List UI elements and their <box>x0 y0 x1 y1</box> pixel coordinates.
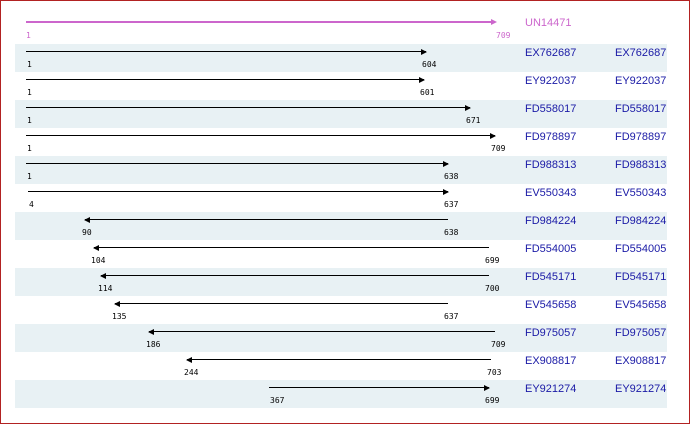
alignment-bar <box>115 303 448 304</box>
query-start: 1 <box>26 31 31 40</box>
alignment-end: 604 <box>422 60 437 69</box>
alignment-end: 703 <box>487 368 502 377</box>
accession-link-secondary[interactable]: EX908817 <box>615 355 667 367</box>
hit-row <box>15 156 667 184</box>
accession-link-secondary[interactable]: EV550343 <box>615 187 667 199</box>
alignment-bar <box>187 359 491 360</box>
arrow-right-icon <box>443 161 449 167</box>
arrow-right-icon <box>443 189 449 195</box>
alignment-end: 671 <box>466 116 481 125</box>
accession-link-secondary[interactable]: EX762687 <box>615 47 667 59</box>
alignment-end: 709 <box>491 340 506 349</box>
alignment-bar <box>28 191 448 192</box>
accession-link-secondary[interactable]: FD558017 <box>615 103 667 115</box>
alignment-start: 4 <box>29 200 34 209</box>
alignment-end: 699 <box>485 396 500 405</box>
arrow-left-icon <box>148 329 154 335</box>
alignment-start: 1 <box>27 144 32 153</box>
accession-link-secondary[interactable]: EY922037 <box>615 75 667 87</box>
arrow-right-icon <box>465 105 471 111</box>
arrow-left-icon <box>186 357 192 363</box>
arrow-left-icon <box>100 273 106 279</box>
accession-link[interactable]: FD984224 <box>525 215 577 227</box>
alignment-start: 114 <box>98 284 113 293</box>
query-bar <box>26 21 491 23</box>
accession-link-secondary[interactable]: FD984224 <box>615 215 667 227</box>
hit-row <box>15 100 667 128</box>
alignment-start: 186 <box>146 340 161 349</box>
arrow-right-icon <box>490 133 496 139</box>
arrow-right-icon <box>419 77 425 83</box>
alignment-bar <box>26 107 470 108</box>
accession-link-secondary[interactable]: FD545171 <box>615 271 667 283</box>
arrow-left-icon <box>114 301 120 307</box>
alignment-start: 135 <box>112 312 127 321</box>
arrow-left-icon <box>84 217 90 223</box>
alignment-end: 637 <box>444 312 459 321</box>
query-end: 709 <box>496 31 511 40</box>
query-arrow-icon <box>491 19 497 25</box>
alignment-bar <box>26 135 495 136</box>
alignment-start: 244 <box>184 368 199 377</box>
alignment-start: 367 <box>270 396 285 405</box>
accession-link-secondary[interactable]: EV545658 <box>615 299 667 311</box>
alignment-bar <box>85 219 448 220</box>
accession-link-secondary[interactable]: EY921274 <box>615 383 667 395</box>
arrow-left-icon <box>93 245 99 251</box>
query-accession: UN14471 <box>525 17 572 29</box>
accession-link-secondary[interactable]: FD554005 <box>615 243 667 255</box>
alignment-bar <box>149 331 495 332</box>
hit-row <box>15 44 667 72</box>
alignment-bar <box>26 51 426 52</box>
alignment-start: 90 <box>82 228 92 237</box>
accession-link[interactable]: EX908817 <box>525 355 577 367</box>
accession-link-secondary[interactable]: FD978897 <box>615 131 667 143</box>
alignment-end: 699 <box>485 256 500 265</box>
alignment-bar <box>94 247 489 248</box>
hit-row <box>15 380 667 408</box>
hit-row <box>15 212 667 240</box>
alignment-start: 104 <box>91 256 106 265</box>
hit-row <box>15 268 667 296</box>
accession-link[interactable]: FD554005 <box>525 243 577 255</box>
accession-link[interactable]: FD558017 <box>525 103 577 115</box>
accession-link-secondary[interactable]: FD988313 <box>615 159 667 171</box>
alignment-end: 709 <box>491 144 506 153</box>
accession-link[interactable]: EV545658 <box>525 299 577 311</box>
alignment-end: 638 <box>444 172 459 181</box>
alignment-start: 1 <box>27 172 32 181</box>
alignment-end: 601 <box>420 88 435 97</box>
accession-link[interactable]: EV550343 <box>525 187 577 199</box>
accession-link[interactable]: EY921274 <box>525 383 577 395</box>
hit-row <box>15 324 667 352</box>
accession-link[interactable]: FD545171 <box>525 271 577 283</box>
alignment-end: 637 <box>444 200 459 209</box>
accession-link[interactable]: FD975057 <box>525 327 577 339</box>
arrow-right-icon <box>484 385 490 391</box>
alignment-start: 1 <box>27 88 32 97</box>
alignment-bar <box>269 387 489 388</box>
alignment-end: 638 <box>444 228 459 237</box>
accession-link-secondary[interactable]: FD975057 <box>615 327 667 339</box>
alignment-bar <box>101 275 489 276</box>
accession-link[interactable]: EX762687 <box>525 47 577 59</box>
accession-link[interactable]: EY922037 <box>525 75 577 87</box>
accession-link[interactable]: FD978897 <box>525 131 577 143</box>
alignment-bar <box>26 79 424 80</box>
alignment-start: 1 <box>27 60 32 69</box>
alignment-start: 1 <box>27 116 32 125</box>
arrow-right-icon <box>421 49 427 55</box>
alignment-bar <box>26 163 448 164</box>
accession-link[interactable]: FD988313 <box>525 159 577 171</box>
alignment-end: 700 <box>485 284 500 293</box>
